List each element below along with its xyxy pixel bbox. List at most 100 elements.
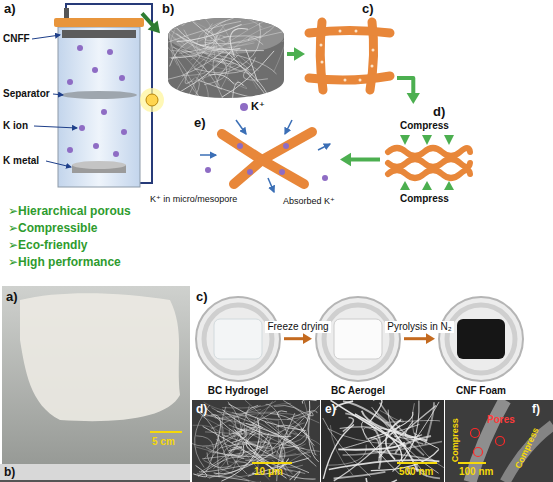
- cell-cap: [54, 18, 144, 27]
- panel-letter: a): [6, 290, 18, 305]
- ion-flow-arrow: [200, 154, 216, 156]
- ion-storage-panel: e): [190, 114, 340, 232]
- aerogel-sample: [334, 319, 382, 359]
- fiber: [213, 448, 231, 468]
- panel-letter: e): [194, 116, 206, 131]
- arrow-shaft: [287, 52, 295, 56]
- carbon-fiber: [309, 31, 390, 34]
- hydrogel-sample: [214, 319, 262, 359]
- sample-caption: BC Aerogel: [331, 385, 385, 397]
- pore-marker: [471, 429, 480, 438]
- k-ion: [205, 167, 211, 173]
- k-ion: [92, 67, 98, 73]
- fiber: [215, 409, 261, 418]
- scale-label: 100 nm: [459, 466, 493, 478]
- compress-arrow: [444, 181, 454, 190]
- feature-bullet: ➢High performance: [8, 256, 121, 270]
- fiber: [228, 80, 247, 89]
- panel-letter: c): [196, 290, 208, 305]
- pore: [355, 30, 358, 33]
- fiber: [203, 426, 287, 478]
- feature-bullet: ➢Eco-friendly: [8, 239, 87, 253]
- feature-bullet: ➢Compressible: [8, 222, 97, 236]
- fiber: [170, 42, 189, 67]
- compress-arrow: [422, 181, 432, 190]
- absorbed-ions: [205, 143, 328, 181]
- pore: [320, 44, 323, 47]
- k-ion: [237, 143, 243, 149]
- ion-flow-arrow: [236, 120, 246, 134]
- scale-bar: [458, 462, 486, 464]
- process-arrow: [397, 78, 420, 104]
- compress-arrows: [400, 135, 454, 190]
- fiber: [170, 43, 255, 58]
- scale-label: 500 nm: [399, 466, 433, 478]
- sem-strip-edge: [0, 480, 190, 482]
- panel-letter: b): [162, 2, 174, 17]
- light-bulb: [146, 94, 158, 106]
- disk-side: [168, 18, 284, 98]
- fiber: [171, 30, 178, 66]
- fiber: [279, 433, 307, 448]
- k-ion: [67, 79, 73, 85]
- leader-line: [46, 161, 71, 167]
- action-label: Compress: [400, 193, 449, 205]
- pore-label: Pores: [487, 414, 515, 426]
- ion-flow-arrows: [200, 120, 330, 192]
- panel-letter: b): [4, 466, 15, 480]
- arrow-shaft: [404, 337, 427, 340]
- action-label: Compress: [400, 120, 449, 132]
- fiber: [246, 423, 299, 450]
- fiber: [209, 414, 306, 479]
- k-ion: [101, 109, 107, 115]
- carbon-fiber: [309, 76, 390, 80]
- carbon-fiber: [388, 159, 470, 167]
- fiber: [220, 444, 256, 448]
- arrow-head: [426, 333, 435, 344]
- fiber: [218, 438, 220, 477]
- fiber: [172, 46, 208, 99]
- fiber: [334, 472, 386, 479]
- compress-arrow: [422, 135, 432, 145]
- callout-label: Absorbed K⁺: [283, 196, 335, 206]
- pore: [372, 49, 375, 52]
- fiber: [168, 18, 202, 100]
- sem-fibers: [323, 400, 444, 482]
- leader-lines: [32, 35, 77, 167]
- pore: [359, 79, 362, 82]
- sem-image: [321, 400, 444, 482]
- arrow-head: [303, 333, 312, 344]
- fiber: [193, 466, 207, 477]
- arrow-head: [340, 153, 351, 166]
- fiber: [205, 24, 230, 41]
- fiber: [366, 478, 397, 482]
- scale-bar: [252, 462, 292, 464]
- fiber: [222, 430, 263, 438]
- foam-sample: [457, 319, 505, 359]
- k-metal-top: [72, 161, 126, 169]
- scale-label: 5 cm: [152, 436, 175, 448]
- fiber: [274, 41, 285, 72]
- fiber: [168, 21, 241, 42]
- leader-line: [32, 35, 60, 39]
- arrow-head: [294, 47, 305, 60]
- cnff-electrode: [62, 30, 136, 38]
- step-label: Freeze drying: [265, 321, 330, 333]
- fiber: [184, 30, 200, 57]
- part-label: CNFF: [3, 33, 30, 45]
- fiber: [177, 28, 241, 50]
- arrow-shaft: [350, 158, 380, 162]
- fiber: [190, 18, 212, 61]
- process-arrow: [404, 333, 435, 344]
- callout-label: K⁺ in micro/mesopore: [150, 194, 237, 204]
- part-label: K ion: [3, 120, 28, 132]
- carbon-nanofiber: [505, 425, 553, 482]
- seal-ring: [324, 305, 392, 373]
- fiber: [182, 17, 257, 89]
- carbon-fiber: [388, 148, 470, 156]
- fiber: [287, 411, 317, 420]
- scale-label: 10 μm: [254, 466, 283, 478]
- fiber: [192, 428, 244, 446]
- fiber: [328, 445, 367, 466]
